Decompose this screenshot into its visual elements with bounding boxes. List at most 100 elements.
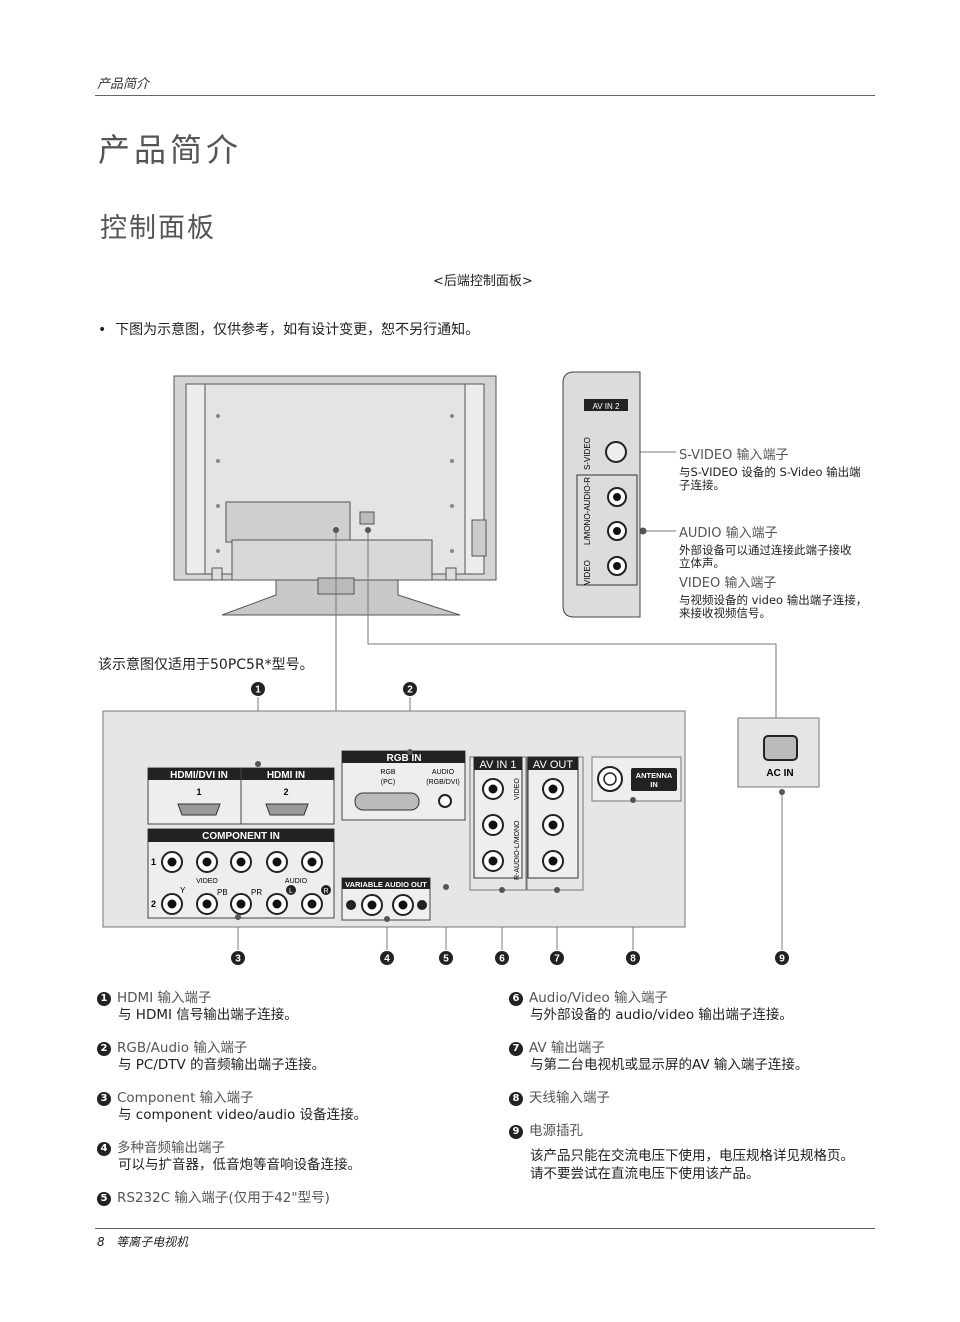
callout-desc: 子连接。	[679, 478, 725, 492]
port-center	[548, 856, 558, 866]
av-video-label: VIDEO	[514, 778, 521, 800]
marker-number: 9	[779, 954, 785, 965]
section-header: 产品简介	[97, 77, 150, 92]
y-label: Y	[180, 886, 186, 895]
port-center	[167, 857, 177, 867]
item-desc: 与第二台电视机或显示屏的AV 输入端子连接。	[530, 1057, 809, 1073]
component-in-label: COMPONENT IN	[202, 831, 280, 842]
description-item: 9 电源插孔该产品只能在交流电压下使用，电压规格详见规格页。请不要尝试在直流电压下…	[509, 1119, 854, 1183]
page-number: 8	[97, 1235, 105, 1249]
footer-divider	[95, 1228, 875, 1229]
footer: 8 等离子电视机	[97, 1233, 188, 1250]
rear-panel-diagram: AV IN 2 S-VIDEO L/MONO-AUDIO-R VIDEO HDM…	[102, 371, 820, 965]
marker-number: 1	[255, 685, 261, 696]
callout-desc: 与视频设备的 video 输出端子连接，	[679, 593, 868, 607]
item-number: 1	[97, 992, 111, 1006]
figure-caption: <后端控制面板>	[433, 274, 533, 289]
item-desc: 与 component video/audio 设备连接。	[118, 1107, 368, 1123]
footer-text: 等离子电视机	[116, 1235, 189, 1249]
item-number: 8	[509, 1092, 523, 1106]
hdmi-in-label: HDMI IN	[267, 770, 305, 781]
rgb-dvi-label: (RGB/DVI)	[426, 779, 459, 786]
port-center	[398, 900, 408, 910]
svideo-port[interactable]	[605, 441, 627, 463]
item-number: 2	[97, 1042, 111, 1056]
pc-audio-port[interactable]	[438, 794, 452, 808]
header-divider	[95, 95, 875, 96]
item-number: 3	[97, 1092, 111, 1106]
port-center	[488, 856, 498, 866]
item-title: RS232C 输入端子(仅用于42"型号)	[117, 1190, 330, 1206]
description-item: 6 Audio/Video 输入端子与外部设备的 audio/video 输出端子…	[509, 986, 793, 1024]
callout-title: AUDIO 输入端子	[679, 526, 778, 541]
item-title: Component 输入端子	[117, 1090, 254, 1106]
item-title: HDMI 输入端子	[117, 990, 212, 1006]
hdmi2-number: 2	[283, 787, 288, 797]
item-desc: 与外部设备的 audio/video 输出端子连接。	[530, 1007, 793, 1023]
marker-circle	[380, 951, 394, 965]
model-note: 该示意图仅适用于50PC5R*型号。	[98, 657, 314, 673]
rgb-pc-label: (PC)	[381, 779, 395, 786]
item-title: 电源插孔	[529, 1123, 583, 1139]
marker-number: 8	[630, 954, 636, 965]
marker-number: 7	[554, 954, 560, 965]
audio-label: L/MONO-AUDIO-R	[583, 477, 592, 545]
hdmi2-port[interactable]	[265, 803, 309, 816]
component-video-label: VIDEO	[196, 878, 218, 885]
port-center	[367, 900, 377, 910]
hdmi-dvi-in-label: HDMI/DVI IN	[170, 770, 228, 781]
item-title: 多种音频输出端子	[117, 1140, 225, 1156]
pb-label: PB	[217, 888, 228, 897]
antenna-port[interactable]	[597, 766, 623, 792]
port-center	[548, 820, 558, 830]
item-number: 6	[509, 992, 523, 1006]
marker-circle	[251, 682, 265, 696]
item-number: 7	[509, 1042, 523, 1056]
marker-number: 5	[443, 954, 449, 965]
page-title: 产品简介	[98, 131, 243, 169]
port-center	[202, 857, 212, 867]
ac-in-panel: AC IN	[737, 717, 820, 795]
port-center	[307, 899, 317, 909]
rs232c-port[interactable]	[443, 884, 449, 890]
marker-number: 6	[499, 954, 505, 965]
variable-audio-out-label: VARIABLE AUDIO OUT	[345, 880, 427, 889]
callout-desc: 来接收视频信号。	[679, 606, 771, 620]
component-row-1: 1	[151, 857, 156, 867]
marker-circle	[439, 951, 453, 965]
tv-back-illustration	[173, 375, 497, 616]
description-item: 7 AV 输出端子与第二台电视机或显示屏的AV 输入端子连接。	[509, 1036, 808, 1074]
ac-power-socket[interactable]	[763, 735, 798, 761]
item-title: AV 输出端子	[529, 1040, 605, 1056]
marker-circle	[231, 951, 245, 965]
callout-title: S-VIDEO 输入端子	[679, 448, 789, 463]
item-desc-2: 请不要尝试在直流电压下使用该产品。	[530, 1166, 760, 1182]
svideo-callout: S-VIDEO 输入端子 与S-VIDEO 设备的 S-Video 输出端 子连…	[679, 444, 861, 492]
note-text: 下图为示意图，仅供参考，如有设计变更，恕不另行通知。	[115, 322, 480, 338]
section-title: 控制面板	[100, 213, 216, 244]
av-in-2-panel: AV IN 2 S-VIDEO L/MONO-AUDIO-R VIDEO	[562, 371, 641, 618]
callout-desc: 与S-VIDEO 设备的 S-Video 输出端	[679, 465, 861, 479]
connector-panel: HDMI/DVI IN HDMI IN 1 2 RGB IN RGB (PC) …	[102, 710, 686, 928]
av-audio-label: R-AUDIO-L/MONO	[514, 820, 521, 880]
hdmi1-port[interactable]	[177, 803, 221, 816]
port-center	[236, 899, 246, 909]
marker-circle	[550, 951, 564, 965]
av-in-2-label: AV IN 2	[593, 402, 621, 411]
item-title: Audio/Video 输入端子	[529, 990, 669, 1006]
rgb-label: RGB	[380, 769, 396, 776]
item-number: 9	[509, 1125, 523, 1139]
port-center	[272, 899, 282, 909]
marker-circle	[403, 682, 417, 696]
vga-port[interactable]	[354, 792, 420, 811]
ac-in-label: AC IN	[766, 768, 793, 779]
item-desc: 该产品只能在交流电压下使用，电压规格详见规格页。	[530, 1148, 854, 1164]
l-label: L	[289, 888, 293, 895]
antenna-label: ANTENNA	[636, 771, 673, 780]
video-label: VIDEO	[583, 560, 592, 585]
